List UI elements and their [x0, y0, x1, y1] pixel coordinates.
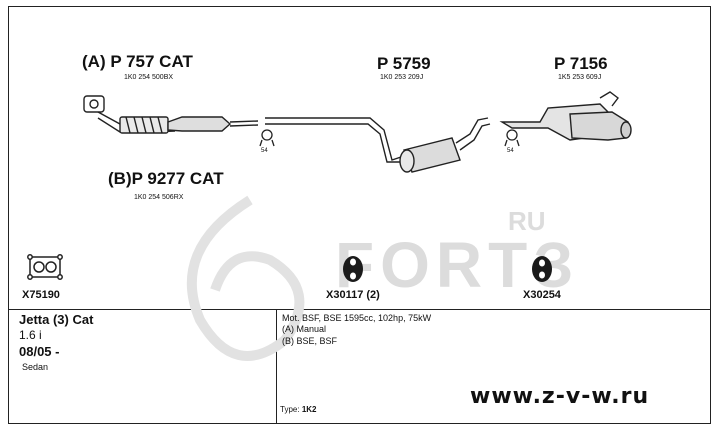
part-label-a: (A) P 757 CAT — [82, 52, 193, 72]
rubber-hanger-icon — [343, 256, 363, 282]
vehicle-body: Sedan — [22, 362, 49, 372]
watermark-logo — [186, 195, 305, 361]
accessory-code: X75190 — [22, 289, 60, 301]
part-number: P 5759 — [377, 54, 431, 73]
clamp-label: 54 — [507, 148, 514, 154]
diagram-frame — [8, 6, 711, 424]
vehicle-date: 08/05 - — [19, 344, 60, 359]
info-divider — [8, 309, 711, 310]
part-prefix: (A) — [82, 52, 106, 71]
part-number: P 757 CAT — [110, 52, 193, 71]
spec-line: Mot. BSF, BSE 1595cc, 102hp, 75kW — [282, 313, 432, 323]
front-pipe-catalyst — [83, 95, 259, 134]
clamp-icon — [259, 129, 275, 147]
gasket-icon — [27, 254, 63, 280]
type-label: Type: — [280, 405, 300, 414]
clamp-icon — [504, 129, 520, 147]
spec-line: (B) BSE, BSF — [282, 336, 338, 346]
spec-line: (A) Manual — [282, 324, 327, 334]
rear-silencer — [499, 91, 632, 141]
middle-pipe-silencer — [265, 117, 491, 173]
watermark-suffix: RU — [508, 206, 546, 236]
accessory-code: X30254 — [523, 289, 561, 301]
accessory-code: X30117 (2) — [326, 289, 380, 301]
oem-number: 1K0 254 506RX — [134, 194, 184, 201]
type-row: Type: 1K2 — [280, 405, 317, 414]
part-number: P 9277 CAT — [131, 169, 224, 188]
oem-number: 1K0 253 209J — [380, 74, 424, 81]
vehicle-engine: 1.6 i — [19, 328, 42, 342]
rubber-hanger-icon — [532, 256, 552, 282]
vehicle-model: Jetta (3) Cat — [19, 312, 94, 327]
oem-number: 1K5 253 609J — [558, 74, 602, 81]
oem-number: 1K0 254 500BX — [124, 74, 174, 81]
info-column-divider — [276, 309, 277, 424]
site-url: www.z-v-w.ru — [470, 384, 650, 409]
part-number: P 7156 — [554, 54, 608, 73]
clamp-label: 54 — [261, 148, 268, 154]
part-prefix: (B) — [108, 169, 132, 188]
part-label-b: (B)P 9277 CAT — [108, 169, 224, 189]
type-value: 1K2 — [301, 405, 317, 414]
